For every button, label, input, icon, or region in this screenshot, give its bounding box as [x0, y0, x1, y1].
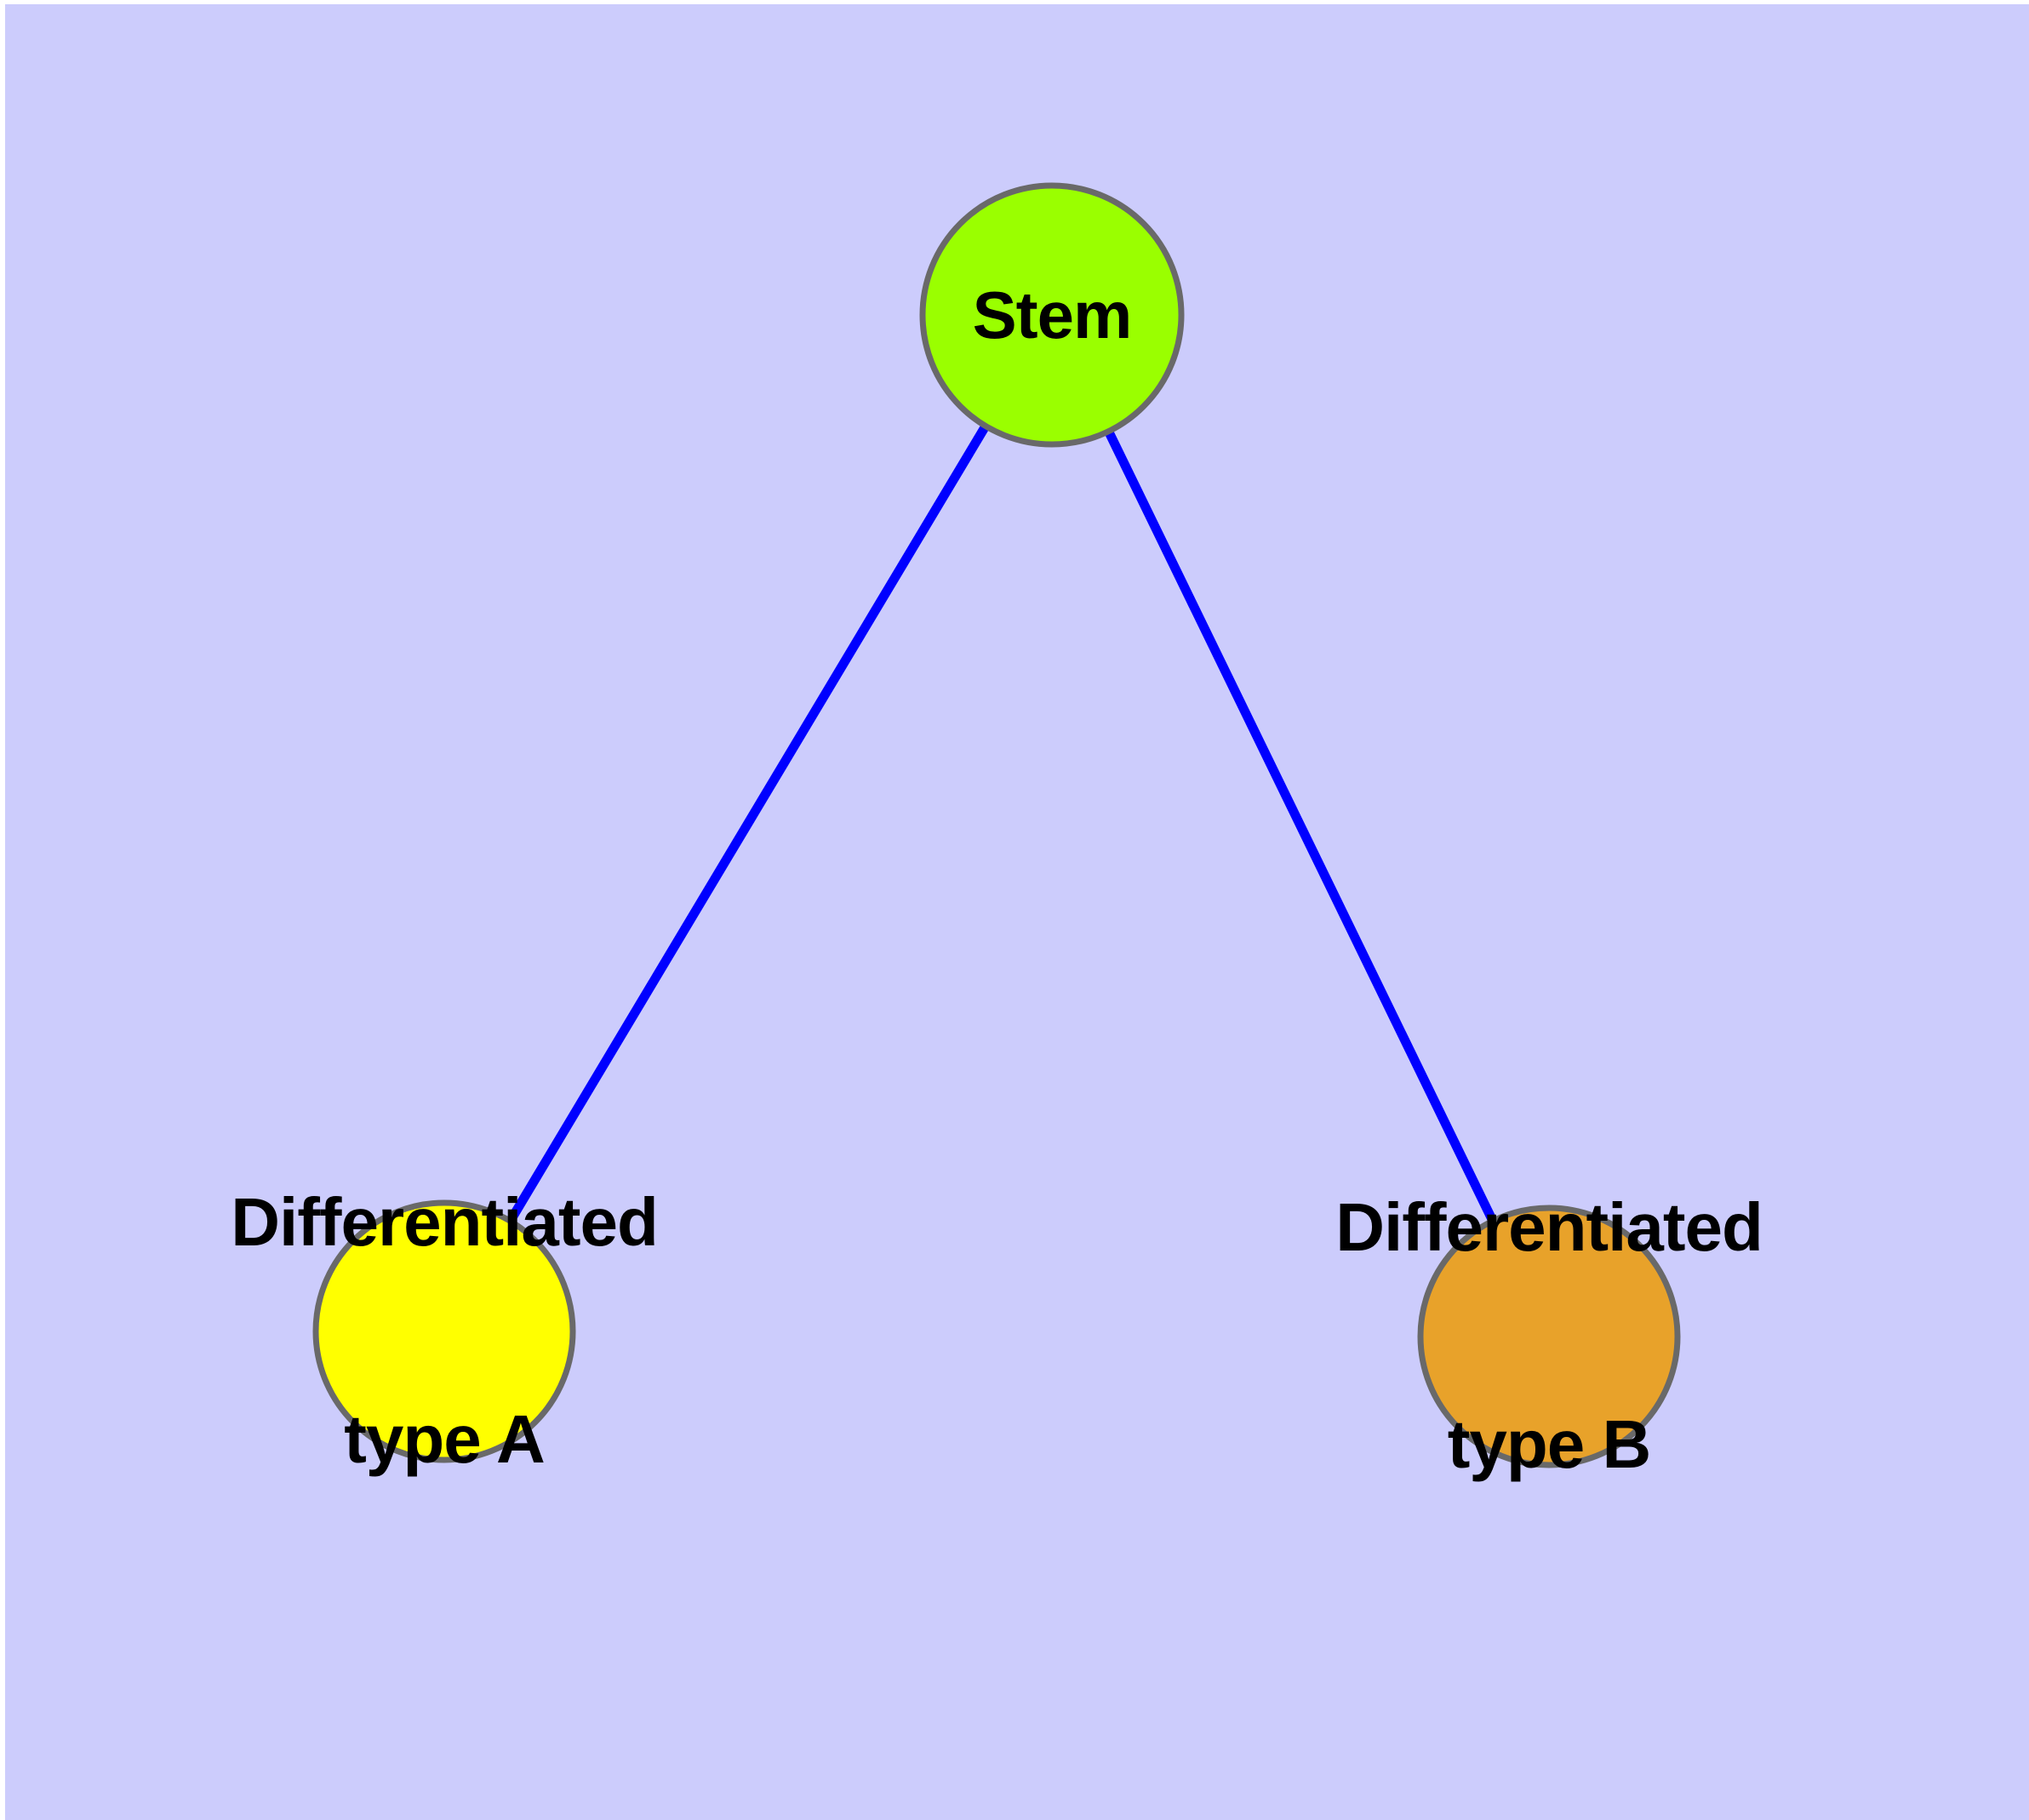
edge-layer [505, 421, 1498, 1225]
node-differentiated-type-a[interactable] [312, 1199, 576, 1463]
node-stem[interactable] [919, 182, 1185, 448]
node-layer [312, 182, 1681, 1468]
node-differentiated-type-b[interactable] [1417, 1205, 1681, 1468]
edge-stem-to-differentiated-type-a[interactable] [505, 421, 991, 1225]
edge-stem-to-differentiated-type-b[interactable] [1103, 427, 1498, 1225]
